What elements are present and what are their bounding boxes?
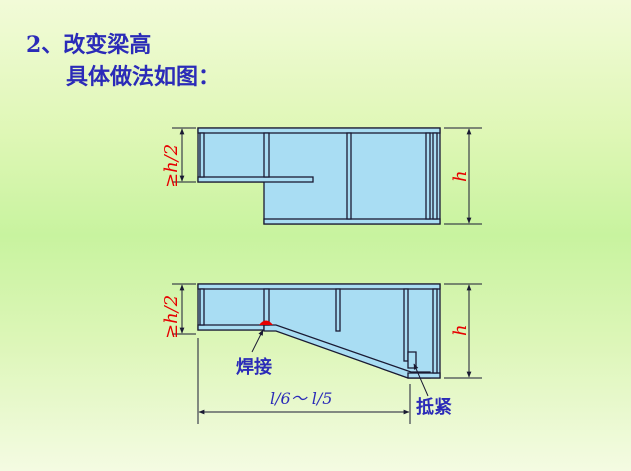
bottom-beam-shallow-flange (197, 324, 265, 331)
bottom-beam (197, 283, 441, 379)
weld-label: 焊接 (236, 356, 272, 378)
bottom-beam-bottom-flange (407, 372, 441, 379)
top-dim-left-label: ≥h/2 (161, 144, 182, 188)
bottom-beam-top-flange (197, 283, 441, 290)
bearing-leader (413, 363, 429, 397)
bottom-dim-left-label: ≥h/2 (161, 295, 182, 339)
top-beam-web (197, 127, 441, 225)
bottom-dim-left (172, 283, 196, 335)
top-end-stiffener-left (199, 132, 205, 178)
weld-mark (259, 320, 273, 325)
top-beam (197, 127, 441, 225)
top-end-stiffener-right (425, 132, 431, 220)
section-subtitle: 具体做法如图： (66, 63, 221, 90)
bottom-dim-right-label: h (450, 324, 471, 336)
length-dim (197, 338, 411, 424)
top-dim-right-label: h (450, 170, 471, 182)
top-beam-short-flange (197, 176, 314, 183)
bottom-stiffener-1 (263, 288, 270, 326)
top-stiffener-1 (263, 132, 270, 178)
top-beam-top-flange (197, 127, 441, 134)
section-title: 2、改变梁高 (26, 32, 152, 58)
bottom-stiffener-2 (335, 288, 341, 332)
top-dim-right (444, 127, 482, 225)
top-beam-bottom-flange (263, 218, 441, 225)
top-stiffener-2 (346, 132, 352, 220)
bottom-dim-right (444, 283, 482, 379)
heading: 2、改变梁高 具体做法如图： (26, 30, 220, 94)
bottom-end-stiffener-left (199, 288, 205, 326)
top-end-plate-right (432, 132, 438, 220)
weld-leader (251, 329, 264, 353)
bottom-end-plate-right (432, 288, 438, 374)
top-dim-left (172, 127, 196, 183)
bearing-label: 抵紧 (416, 396, 452, 418)
bottom-stiffener-3 (403, 288, 409, 362)
length-dim-label: l/6～ l/5 (270, 389, 332, 408)
